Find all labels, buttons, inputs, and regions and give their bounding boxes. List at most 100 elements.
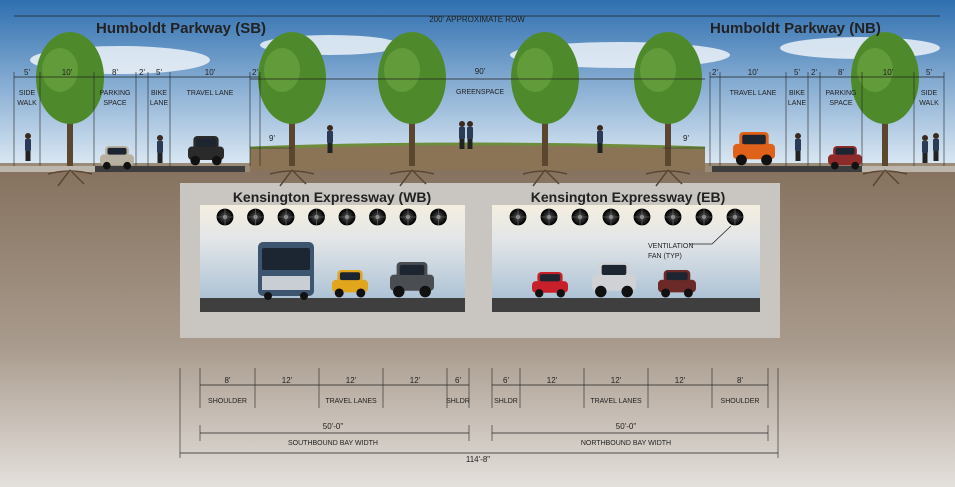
wb-lane-dim: 12' xyxy=(346,376,357,385)
person xyxy=(25,133,31,161)
car-eb-left xyxy=(532,272,568,298)
fan-note-line2: FAN (TYP) xyxy=(648,253,682,260)
tree xyxy=(36,32,104,187)
ventilation-fan-wb xyxy=(430,208,447,226)
parkway-nb-segment-dim: 2' xyxy=(712,68,718,77)
ventilation-fan-eb xyxy=(540,208,558,226)
parkway-nb-segment-dim: 10' xyxy=(748,68,759,77)
person xyxy=(933,133,939,161)
tree xyxy=(511,32,579,187)
wb-lane-label: TRAVEL LANES xyxy=(325,398,377,405)
person xyxy=(157,135,163,163)
tree xyxy=(634,32,702,187)
car-eb-right xyxy=(658,270,696,298)
wb-lane-dim: 12' xyxy=(410,376,421,385)
person xyxy=(467,121,473,149)
parkway-nb-segment-dim: 5' xyxy=(926,68,932,77)
parkway-sb-segment-label: TRAVEL LANE xyxy=(187,90,234,97)
car-eb-middle xyxy=(592,262,636,298)
ventilation-fan-eb xyxy=(664,208,682,226)
overall-dim: 114'-8" xyxy=(466,455,490,464)
eb-lane-dim: 12' xyxy=(547,376,558,385)
parkway-sb-segment-label: PARKING xyxy=(100,90,131,97)
nb-bay-dim: 50'-0" xyxy=(616,422,637,431)
tree xyxy=(851,32,919,187)
parkway-nb-segment-label: BIKE xyxy=(789,90,805,97)
ventilation-fan-eb xyxy=(602,208,620,226)
sb-bay-dim: 50'-0" xyxy=(323,422,344,431)
ventilation-fan-wb xyxy=(216,208,234,226)
eb-lane-label: SHLDR xyxy=(494,398,518,405)
wb-lane-dim: 12' xyxy=(282,376,293,385)
person xyxy=(597,125,603,153)
truck-wb xyxy=(390,262,434,298)
car-wb-middle xyxy=(332,270,368,298)
ventilation-fan-wb xyxy=(399,208,417,226)
ventilation-fan-wb xyxy=(308,208,325,226)
tree xyxy=(258,32,326,187)
ventilation-fan-wb xyxy=(338,208,356,226)
eb-lane-dim: 8' xyxy=(737,376,743,385)
parkway-nb-segment-dim: 2' xyxy=(811,68,817,77)
parkway-nb-segment-label: TRAVEL LANE xyxy=(730,90,777,97)
ventilation-fan-eb xyxy=(571,208,589,226)
parkway-nb-segment-label: WALK xyxy=(919,100,939,107)
parkway-nb-segment-label: SPACE xyxy=(829,100,853,107)
greenspace-offset-right: 9' xyxy=(683,134,689,143)
parkway-nb-title: Humboldt Parkway (NB) xyxy=(710,20,881,37)
parkway-sb-segment-dim: 2' xyxy=(139,68,145,77)
greenspace-offset-left: 9' xyxy=(269,134,275,143)
ventilation-fan-wb xyxy=(369,208,386,226)
greenspace-label: GREENSPACE xyxy=(456,89,504,96)
parkway-sb-segment-dim: 2' xyxy=(252,68,258,77)
ventilation-fan-wb xyxy=(247,208,264,226)
parkway-nb-segment-dim: 10' xyxy=(883,68,894,77)
parkway-sb-segment-label: SPACE xyxy=(103,100,127,107)
sb-bay-label: SOUTHBOUND BAY WIDTH xyxy=(288,440,378,447)
wb-lane-label: SHOULDER xyxy=(208,398,247,405)
ventilation-fan-eb xyxy=(695,208,713,226)
ventilation-fan-eb xyxy=(726,208,744,226)
person xyxy=(795,133,801,161)
wb-lane-dim: 8' xyxy=(225,376,231,385)
car-travel-nb xyxy=(733,132,775,166)
fan-note-line1: VENTILATION xyxy=(648,243,693,250)
ventilation-fan-wb xyxy=(277,208,295,226)
bus-wb xyxy=(258,242,314,300)
parkway-sb-segment-label: WALK xyxy=(17,100,37,107)
fan-note-leader xyxy=(690,225,732,245)
wb-lane-dim: 6' xyxy=(455,376,461,385)
parkway-sb-segment-label: BIKE xyxy=(151,90,167,97)
tree xyxy=(378,32,446,187)
eb-lane-dim: 6' xyxy=(503,376,509,385)
person xyxy=(327,125,333,153)
eb-lane-label: SHOULDER xyxy=(721,398,760,405)
eb-lane-dim: 12' xyxy=(611,376,622,385)
parkway-sb-segment-dim: 10' xyxy=(62,68,73,77)
parkway-sb-segment-dim: 10' xyxy=(205,68,216,77)
parkway-nb-segment-dim: 8' xyxy=(838,68,844,77)
nb-bay-label: NORTHBOUND BAY WIDTH xyxy=(581,440,671,447)
car-parking-sb xyxy=(100,146,134,170)
expressway-wb-title: Kensington Expressway (WB) xyxy=(233,189,431,205)
parkway-sb-segment-label: SIDE xyxy=(19,90,36,97)
ventilation-fan-eb xyxy=(509,208,527,226)
car-parking-nb xyxy=(828,146,862,170)
parkway-nb-segment-dim: 5' xyxy=(794,68,800,77)
wb-lane-label: SHLDR xyxy=(446,398,470,405)
parkway-sb-segment-dim: 5' xyxy=(156,68,162,77)
parkway-sb-title: Humboldt Parkway (SB) xyxy=(96,20,266,37)
parkway-sb-segment-dim: 5' xyxy=(24,68,30,77)
row-label: 200' APPROXIMATE ROW xyxy=(429,15,525,24)
eb-lane-dim: 12' xyxy=(675,376,686,385)
parkway-nb-segment-label: PARKING xyxy=(826,90,857,97)
eb-lane-label: TRAVEL LANES xyxy=(590,398,642,405)
ventilation-fan-eb xyxy=(633,208,651,226)
car-travel-sb xyxy=(188,136,224,166)
person xyxy=(922,135,928,163)
parkway-nb-segment-label: LANE xyxy=(788,100,807,107)
greenspace-dim: 90' xyxy=(475,67,486,76)
parkway-sb-segment-dim: 8' xyxy=(112,68,118,77)
